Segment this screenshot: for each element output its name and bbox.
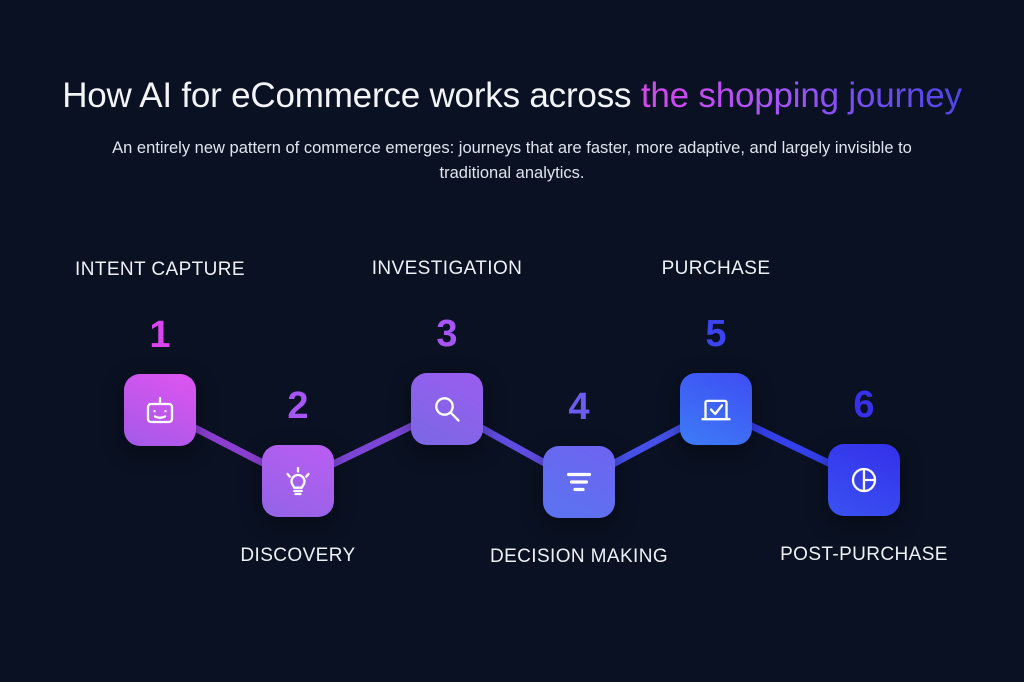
journey-step-number-5: 5 [705,313,727,355]
journey-step-tile-6[interactable] [828,444,900,516]
journey-step-number-4: 4 [568,386,590,428]
page-subtitle: An entirely new pattern of commerce emer… [112,139,912,182]
journey-step-label-3: INVESTIGATION [371,258,523,279]
journey-step-label-1: INTENT CAPTURE [75,259,245,280]
journey-step-label-5: PURCHASE [661,258,771,279]
page-title: How AI for eCommerce works across the sh… [0,78,1024,113]
journey-step-number-3: 3 [436,313,458,355]
filter-lines-icon [566,472,592,492]
journey-step-tile-2[interactable] [262,445,334,517]
robot-icon [146,396,174,424]
journey-step-number-6: 6 [853,384,875,426]
journey-step-label-2: DISCOVERY [240,545,356,566]
journey-step-label-4: DECISION MAKING [489,546,669,567]
lightbulb-icon [286,466,310,496]
magnifier-icon [435,397,460,422]
journey-step-label-6: POST-PURCHASE [780,544,948,565]
journey-step-tile-3[interactable] [411,373,483,445]
journey-step-tile-5[interactable] [680,373,752,445]
journey-step-number-1: 1 [149,314,171,356]
page-title-accent: the shopping journey [640,76,962,115]
journey-step-tile-1[interactable] [124,374,196,446]
journey-step-number-2: 2 [287,385,309,427]
journey-step-tile-4[interactable] [543,446,615,518]
laptop-check-icon [701,399,731,421]
page-title-plain: How AI for eCommerce works across [62,76,641,115]
pie-chart-icon [851,467,877,493]
